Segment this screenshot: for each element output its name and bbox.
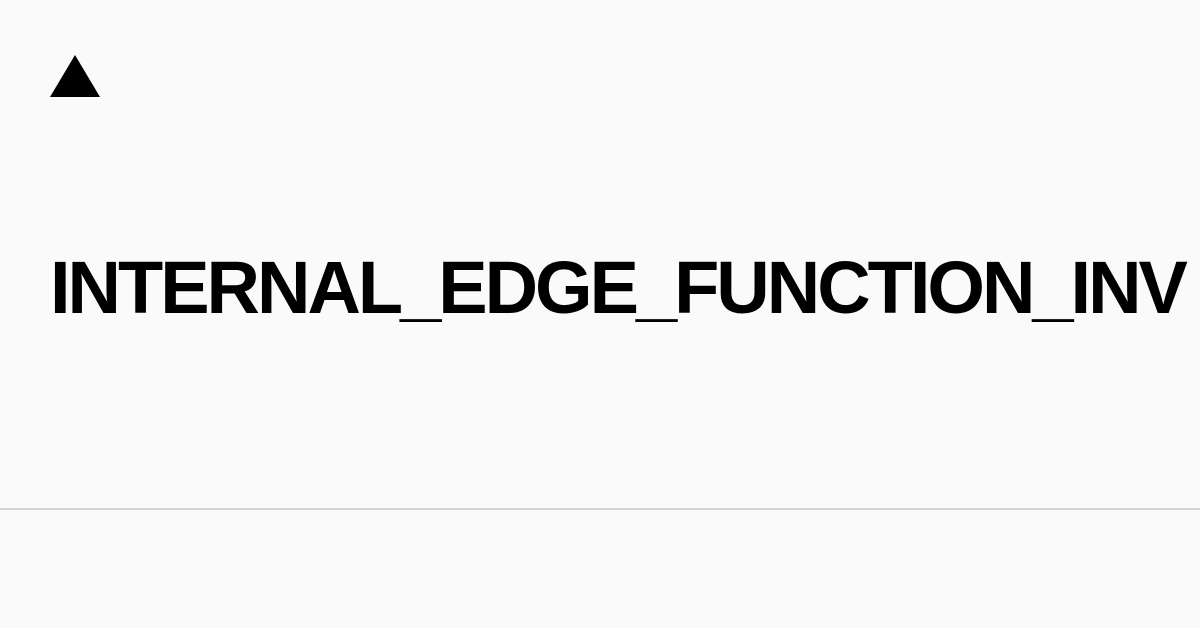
error-code-title: INTERNAL_EDGE_FUNCTION_INV	[50, 246, 1188, 329]
triangle-logo-icon	[50, 55, 100, 97]
divider	[0, 508, 1200, 510]
